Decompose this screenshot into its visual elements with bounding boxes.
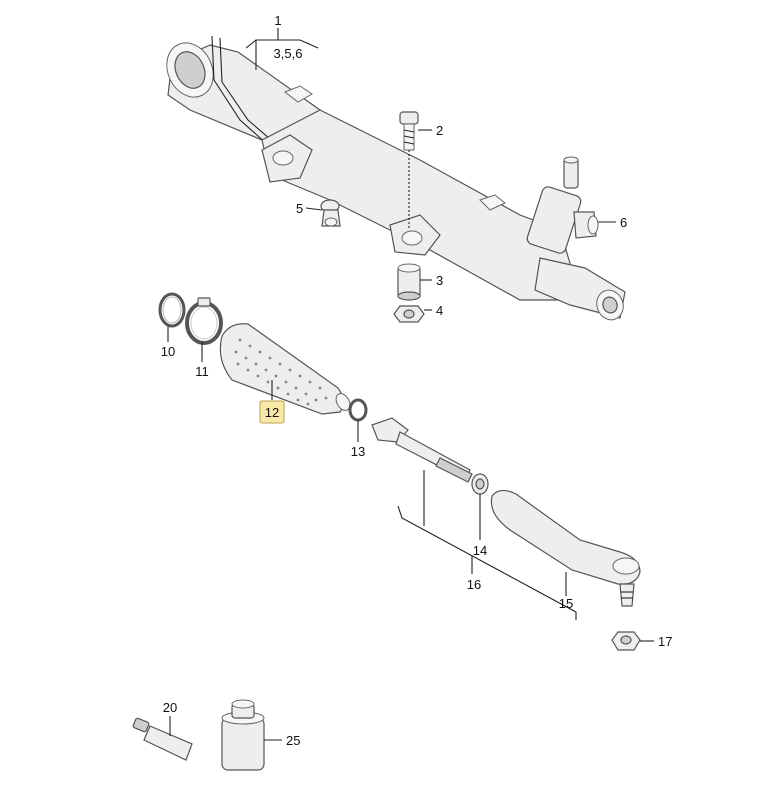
callout-14: 14 <box>473 543 487 558</box>
grease-container-part[interactable] <box>221 699 265 771</box>
o-ring-part[interactable] <box>158 292 186 328</box>
callout-5: 5 <box>296 201 303 216</box>
inner-tie-rod-part[interactable] <box>371 417 473 483</box>
lock-nut-part[interactable] <box>471 473 489 495</box>
steering-rack-housing[interactable] <box>158 35 627 323</box>
callout-15: 15 <box>559 596 573 611</box>
self-locking-nut-part[interactable] <box>611 631 641 651</box>
tie-rod-end-part[interactable] <box>490 489 641 607</box>
grease-tube-part[interactable] <box>132 717 193 761</box>
callout-1: 1 <box>274 13 281 28</box>
callout-12: 12 <box>265 405 279 420</box>
retaining-clip-part[interactable] <box>320 199 341 227</box>
small-clamp-part[interactable] <box>348 398 368 422</box>
leader-lines <box>167 28 654 741</box>
callout-6: 6 <box>620 215 627 230</box>
nut-part[interactable] <box>393 305 425 323</box>
callout-25: 25 <box>286 733 300 748</box>
callout-labels: 1 3,5,6 2 5 6 3 4 10 11 12 13 14 16 15 1… <box>161 13 673 748</box>
bellows-boot-part[interactable] <box>219 323 352 415</box>
hose-clamp-part[interactable] <box>185 297 223 345</box>
callout-3: 3 <box>436 273 443 288</box>
callout-20: 20 <box>163 700 177 715</box>
bushing-part[interactable] <box>397 263 421 301</box>
callout-11: 11 <box>195 364 209 379</box>
bolt-part[interactable] <box>399 111 419 151</box>
callout-13: 13 <box>351 444 365 459</box>
callout-16: 16 <box>467 577 481 592</box>
callout-4: 4 <box>436 303 443 318</box>
callout-17: 17 <box>658 634 672 649</box>
boot-texture <box>234 338 328 406</box>
callout-10: 10 <box>161 344 175 359</box>
callout-12-highlight <box>259 400 285 424</box>
callout-2: 2 <box>436 123 443 138</box>
callout-1-subparts: 3,5,6 <box>274 46 303 61</box>
